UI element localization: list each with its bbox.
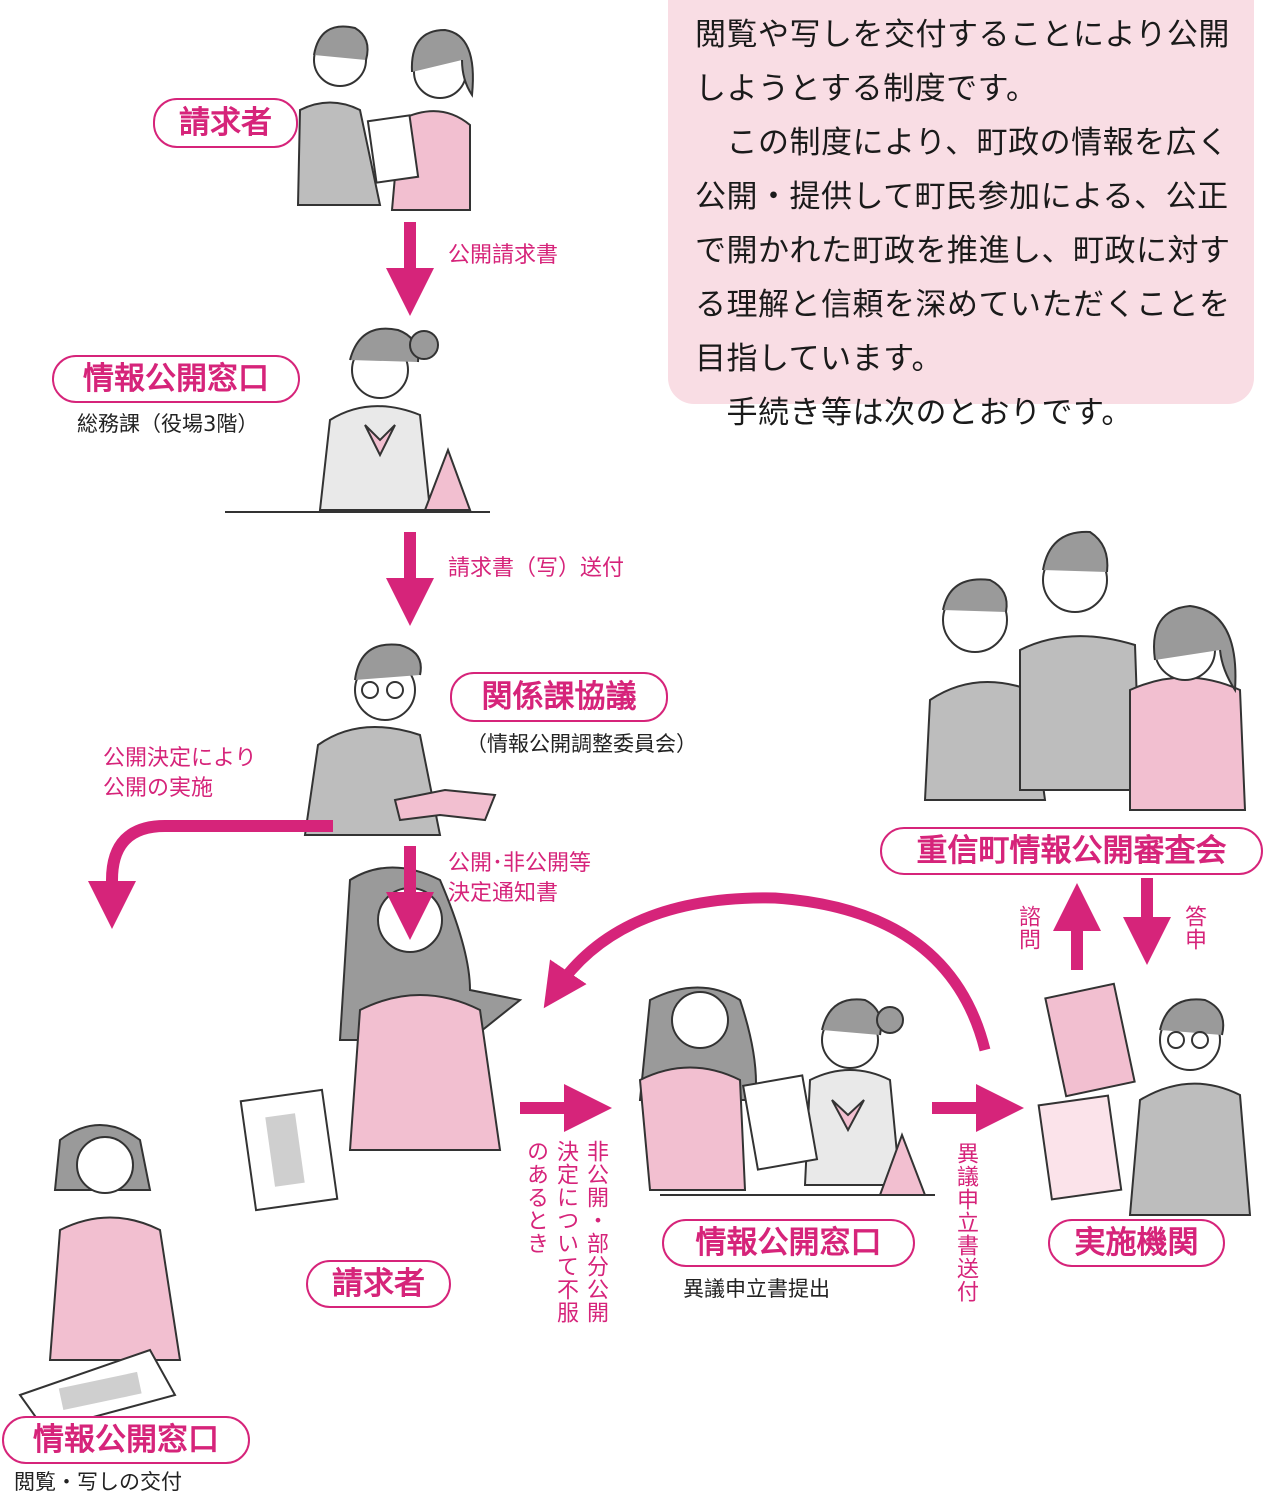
intro-line: で開かれた町政を推進し、町政に対す <box>695 233 1231 269</box>
requester-woman-figure <box>239 866 523 1212</box>
intro-panel: 閲覧や写しを交付することにより公開 しようとする制度です。 この制度により、町政… <box>668 0 1254 431</box>
edge-label-request-doc: 公開請求書 <box>448 243 559 268</box>
intro-line: 公開・提供して町民参加による、公正 <box>695 179 1229 215</box>
node-requester-mid: 請求者 <box>306 1260 451 1308</box>
edge-label-dissatisfied-col2: 決定について不服 <box>553 1140 578 1324</box>
intro-line: 閲覧や写しを交付することにより公開 <box>695 17 1230 53</box>
node-agency: 実施機関 <box>1048 1219 1225 1267</box>
node-window-objection-sub: 異議申立書提出 <box>683 1277 830 1301</box>
flow-arrows <box>88 222 1171 1132</box>
edge-label-report: 答申 <box>1181 905 1206 951</box>
edge-label-dissatisfied-col3: のあるとき <box>523 1140 548 1255</box>
viewing-woman-figure <box>18 1124 182 1432</box>
edge-label-dissatisfied-col1: 非公開・部分公開 <box>583 1140 608 1324</box>
edge-label-decision-1: 公開･非公開等 <box>448 851 592 876</box>
objection-window-figure <box>638 986 935 1196</box>
intro-line: る理解と信頼を深めていただくことを <box>695 287 1231 323</box>
intro-line: 手続き等は次のとおりです。 <box>695 395 1133 431</box>
window-clerk-figure <box>225 327 490 513</box>
node-window-top-sub: 総務課（役場3階） <box>77 412 259 436</box>
node-review-board: 重信町情報公開審査会 <box>880 827 1263 875</box>
edge-label-copy-send: 請求書（写）送付 <box>448 556 625 581</box>
node-window-view-sub: 閲覧・写しの交付 <box>14 1470 182 1494</box>
edge-label-objection-send: 異議申立書送付 <box>953 1142 978 1303</box>
node-window-top: 情報公開窓口 <box>52 355 300 403</box>
edge-label-disclose-2: 公開の実施 <box>103 776 214 801</box>
arrow-agency-to-requester <box>543 892 991 1052</box>
intro-line: この制度により、町政の情報を広く <box>695 125 1229 161</box>
edge-label-inquiry: 諮問 <box>1015 905 1040 951</box>
node-window-objection: 情報公開窓口 <box>662 1219 915 1267</box>
arrow-disclose <box>88 820 333 929</box>
node-consult-sub: （情報公開調整委員会） <box>466 732 697 756</box>
node-window-view: 情報公開窓口 <box>2 1416 250 1464</box>
node-consult: 関係課協議 <box>450 672 668 722</box>
edge-label-decision-2: 決定通知書 <box>448 881 559 906</box>
intro-line: 目指しています。 <box>695 341 943 377</box>
review-board-figure <box>923 530 1247 811</box>
edge-label-disclose-1: 公開決定により <box>103 746 257 771</box>
node-requester-top: 請求者 <box>153 98 298 148</box>
agency-man-figure <box>1037 982 1252 1216</box>
consulting-man-figure <box>303 643 497 836</box>
intro-line: しようとする制度です。 <box>695 71 1038 107</box>
requester-couple-figure <box>296 25 474 211</box>
